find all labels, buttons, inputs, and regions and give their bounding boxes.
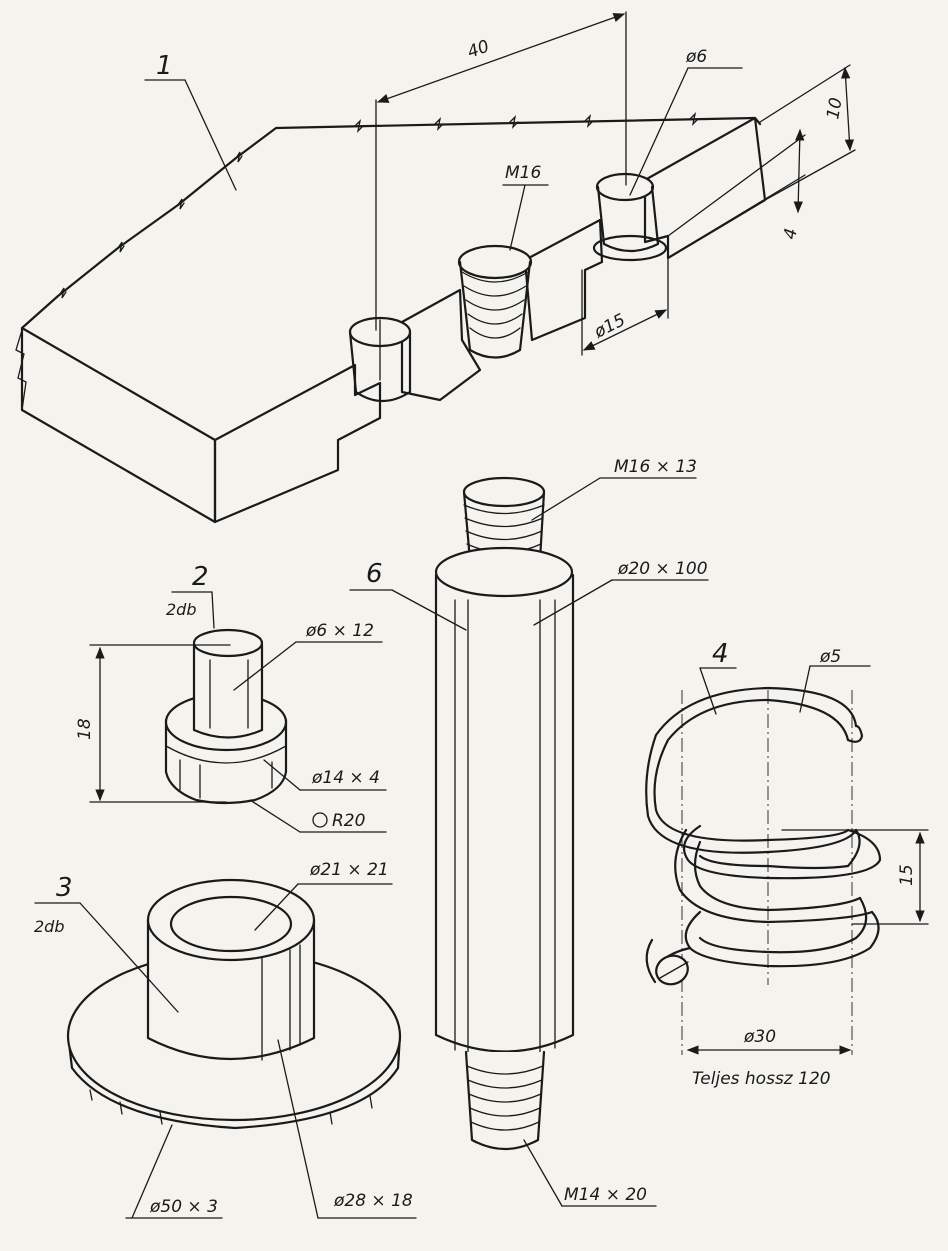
hole-left bbox=[348, 316, 412, 403]
washer-sleeve-bore bbox=[169, 895, 293, 953]
spring-dim-pitch: 15 bbox=[897, 864, 917, 886]
part-3-label: 3 bbox=[56, 873, 73, 903]
part-2-label: 2 bbox=[192, 562, 209, 592]
dim-10: 10 bbox=[823, 96, 846, 121]
pin-shaft bbox=[192, 643, 264, 739]
rod-dim-bottom-thread: M14 × 20 bbox=[564, 1185, 647, 1205]
part-spring: 15 ø30 Teljes hossz 120 ø5 4 bbox=[645, 639, 929, 1089]
rod-top-end bbox=[462, 476, 546, 508]
pin-shaft-top bbox=[192, 628, 264, 658]
part-rod: M16 × 13 ø20 × 100 M14 × 20 6 bbox=[349, 457, 709, 1207]
pin-dim-collar: ø14 × 4 bbox=[311, 768, 380, 788]
spring-coil bbox=[645, 686, 882, 986]
rod-bottom-thread bbox=[464, 1050, 546, 1150]
plate-end-section bbox=[643, 116, 767, 260]
part-1-label: 1 bbox=[156, 51, 173, 81]
rod-body-top bbox=[434, 546, 574, 598]
spring-wire-end bbox=[655, 954, 689, 986]
part-3-qty: 2db bbox=[34, 917, 65, 936]
dim-m16: M16 bbox=[505, 163, 541, 183]
part-6-label: 6 bbox=[366, 559, 383, 589]
part-base-plate: 40 ø6 10 M16 4 ø15 1 bbox=[15, 11, 856, 524]
part-washer: ø21 × 21 ø50 × 3 ø28 × 18 3 2db bbox=[34, 860, 417, 1219]
hole-right-counterbore bbox=[592, 172, 668, 262]
dim-40: 40 bbox=[465, 37, 492, 63]
spring-dim-coil: ø30 bbox=[743, 1027, 776, 1047]
dim-4: 4 bbox=[780, 227, 802, 241]
plate-mid-section bbox=[400, 288, 482, 402]
dim-d6: ø6 bbox=[685, 47, 707, 67]
rod-dim-top-thread: M16 × 13 bbox=[614, 457, 697, 477]
plate-top-outline bbox=[20, 116, 762, 330]
plate-left-section bbox=[20, 326, 217, 524]
washer-dim-disc: ø50 × 3 bbox=[149, 1197, 218, 1217]
pin-dim-radius: R20 bbox=[332, 811, 365, 831]
pin-dim-height: 18 bbox=[75, 718, 95, 740]
plate-right-section bbox=[523, 218, 604, 342]
plate-break-marks bbox=[59, 112, 699, 299]
hole-threaded-m16 bbox=[457, 244, 533, 359]
rod-body bbox=[434, 573, 575, 1053]
part-4-label: 4 bbox=[712, 639, 729, 669]
washer-dim-sleeve: ø21 × 21 bbox=[309, 860, 389, 880]
spring-note: Teljes hossz 120 bbox=[692, 1069, 831, 1089]
washer-dim-outer: ø28 × 18 bbox=[333, 1191, 413, 1211]
spring-dim-wire: ø5 bbox=[819, 647, 841, 667]
plate-left-break bbox=[15, 329, 27, 411]
pin-dim-shaft: ø6 × 12 bbox=[305, 621, 374, 641]
part-2-qty: 2db bbox=[166, 600, 197, 619]
part-pin: 18 ø6 × 12 ø14 × 4 R20 2 2db bbox=[75, 562, 387, 833]
rod-dim-body: ø20 × 100 bbox=[617, 559, 708, 579]
part-number-1: 1 bbox=[144, 51, 237, 191]
